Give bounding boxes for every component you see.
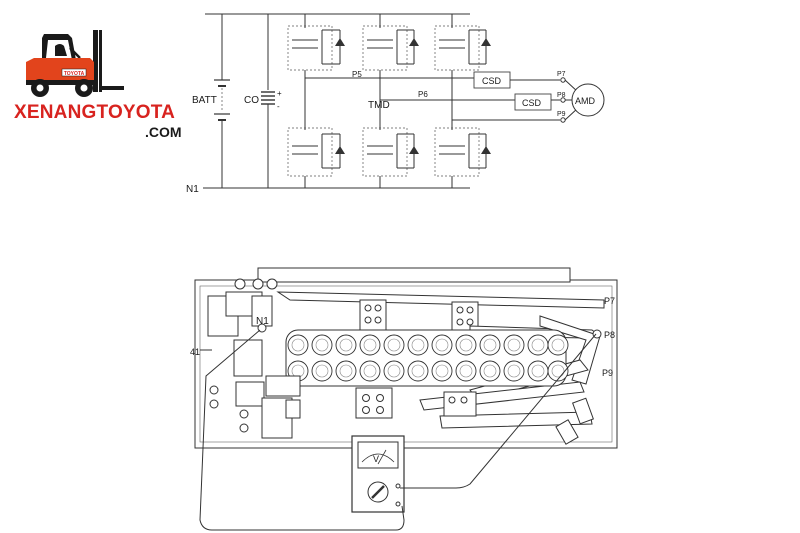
lower-switch-right bbox=[434, 118, 491, 188]
lower-switch-middle bbox=[362, 118, 419, 188]
voltmeter bbox=[351, 435, 405, 513]
upper-switch-middle bbox=[362, 14, 419, 82]
capacitor-bank bbox=[285, 329, 569, 387]
voltmeter-dial-label: V bbox=[373, 454, 379, 464]
motor-label: AMD bbox=[575, 96, 596, 106]
forklift-icon: TOYOTA bbox=[26, 30, 124, 97]
csd-top-label: CSD bbox=[482, 76, 502, 86]
circuit-p9-label: P9 bbox=[557, 111, 566, 118]
probe-lead-p8 bbox=[400, 333, 597, 489]
csd-bottom bbox=[514, 93, 560, 111]
probe-lead-n1 bbox=[199, 329, 405, 531]
csd-bottom-label: CSD bbox=[522, 98, 542, 108]
assembly-n1-label: N1 bbox=[256, 316, 269, 327]
circuit-p5-label: P5 bbox=[352, 70, 362, 79]
logo-domain-text: .COM bbox=[145, 124, 182, 140]
batt-label: BATT bbox=[192, 95, 217, 106]
capacitor-plus: + bbox=[277, 89, 282, 98]
logo-brand-text: XENANGTOYOTA bbox=[14, 102, 175, 123]
upper-switch-right bbox=[434, 14, 491, 82]
inverter-circuit: BATT CO + - N1 bbox=[186, 13, 605, 195]
assembly-p7-label: P7 bbox=[604, 296, 615, 306]
circuit-p8-label: P8 bbox=[557, 92, 566, 99]
brand-logo[interactable]: TOYOTA XENANGTOYOTA .COM bbox=[14, 30, 182, 140]
lower-switch-left bbox=[287, 118, 345, 188]
capacitor-minus: - bbox=[277, 102, 280, 111]
circuit-p7-label: P7 bbox=[557, 71, 566, 78]
upper-switch-left bbox=[287, 14, 345, 82]
assembly-left-mark: 41 bbox=[190, 347, 200, 357]
circuit-p6-label: P6 bbox=[418, 90, 428, 99]
assembly-p9-label: P9 bbox=[602, 368, 613, 378]
tmd-label: TMD bbox=[368, 100, 390, 111]
battery-symbol bbox=[214, 79, 230, 121]
circuit-n1-label: N1 bbox=[186, 184, 199, 195]
csd-top bbox=[470, 71, 560, 89]
capacitor-symbol bbox=[261, 91, 275, 105]
motor-symbol bbox=[571, 83, 605, 117]
assembly-p8-label: P8 bbox=[604, 330, 615, 340]
inverter-assembly: N1 P7 P8 P9 41 V bbox=[190, 267, 618, 531]
logo-plate-text: TOYOTA bbox=[64, 71, 85, 77]
capacitor-label: CO bbox=[244, 95, 259, 106]
